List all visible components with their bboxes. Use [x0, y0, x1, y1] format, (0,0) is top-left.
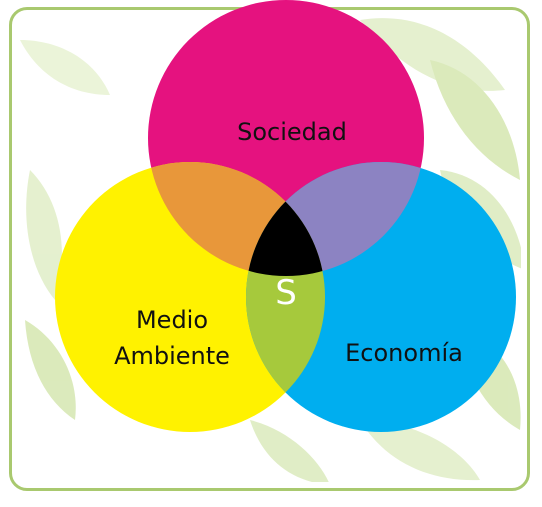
label-economia: Economía: [345, 339, 463, 367]
overlap-sociedad-medio: [148, 162, 325, 276]
leaf-shape: [20, 40, 110, 95]
label-medio: Medio: [136, 306, 208, 334]
leaves-background: [20, 18, 521, 482]
leaf-shape: [430, 60, 520, 180]
leaf-shape: [26, 170, 62, 300]
leaf-shape: [360, 420, 480, 481]
leaf-shape: [25, 320, 76, 420]
leaf-shape: [250, 420, 330, 482]
label-ambiente: Ambiente: [114, 342, 230, 370]
label-center: S: [275, 273, 297, 313]
label-sociedad: Sociedad: [237, 118, 347, 146]
overlap-sociedad-economia: [246, 162, 424, 276]
leaf-shape: [360, 18, 505, 91]
